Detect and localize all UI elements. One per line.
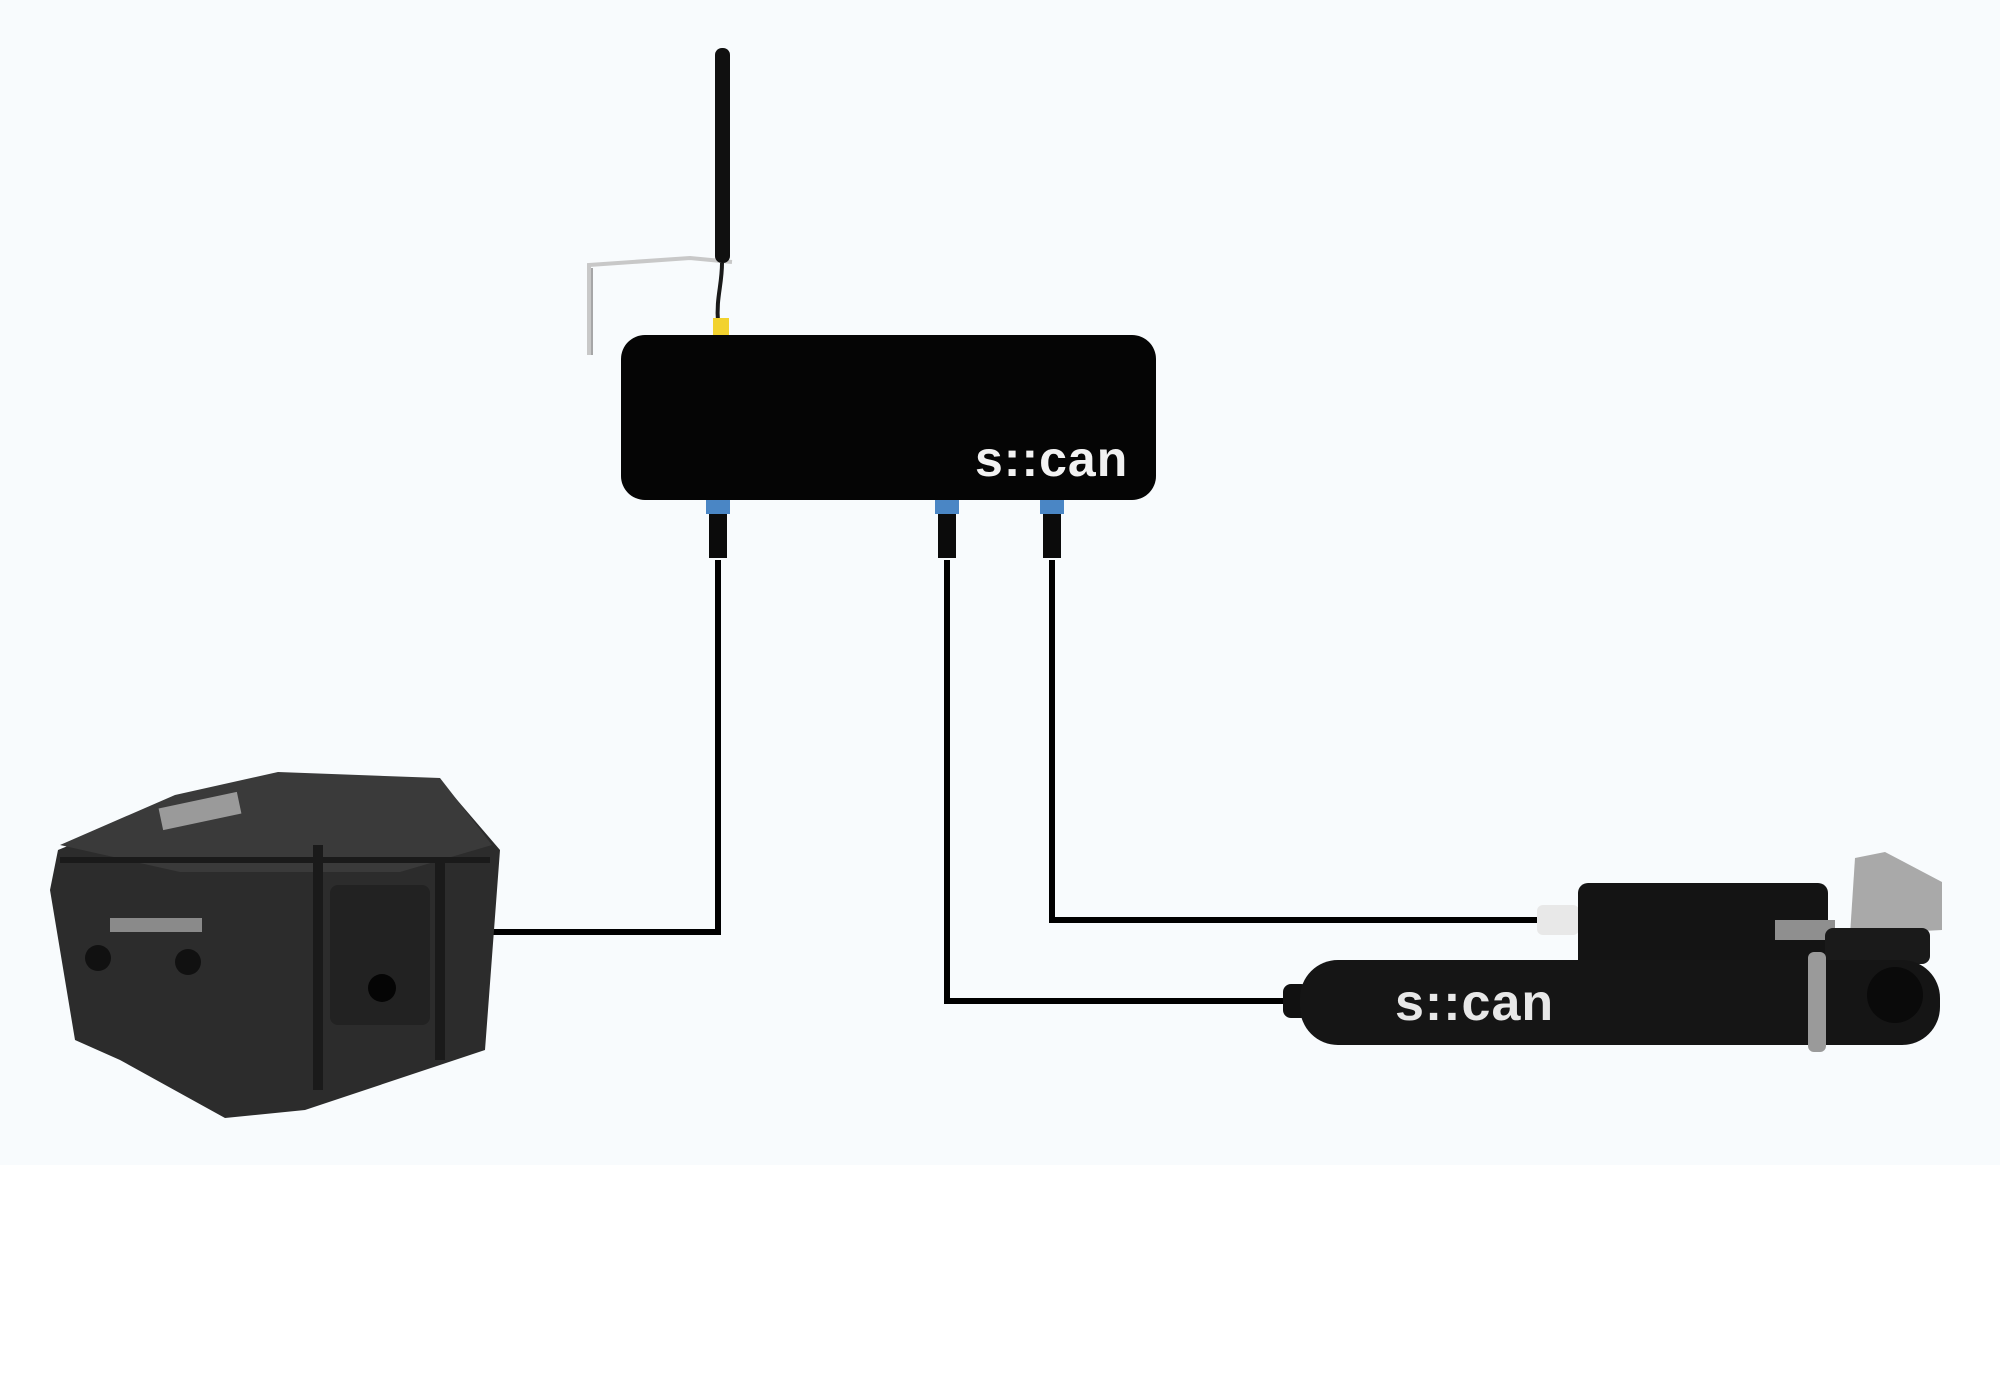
antenna-rod (715, 48, 730, 263)
cable-sensor (1049, 560, 1540, 923)
controller-body (621, 335, 1156, 500)
controller-logo: s::can (975, 431, 1128, 487)
probe-logo: s::can (1395, 974, 1554, 1032)
cable-power-case (490, 560, 721, 935)
sensor-body (1578, 883, 1828, 981)
sensor-gland (1537, 905, 1579, 935)
case-lid (60, 772, 492, 872)
sensor-probe-icon (1537, 852, 1942, 981)
probe-window (1867, 967, 1923, 1023)
controller-port-1 (706, 500, 730, 514)
cable-spectrometer (944, 560, 1283, 1004)
case-connector-left (85, 945, 111, 971)
antenna-icon (587, 48, 733, 355)
battery-case-icon (50, 772, 500, 1118)
sensor-tip (1850, 852, 1942, 935)
controller-port-2 (935, 500, 959, 514)
controller-port-3 (1040, 500, 1064, 514)
probe-body (1300, 960, 1940, 1045)
cables (490, 560, 1540, 1004)
antenna-bracket (587, 255, 733, 355)
spectrometer-probe-icon: s::can (1283, 952, 1940, 1052)
controller-box-icon: s::can (621, 335, 1156, 558)
antenna-connector (713, 318, 729, 335)
case-label (158, 791, 242, 831)
case-connector-right (175, 949, 201, 975)
case-latch (330, 885, 430, 1025)
